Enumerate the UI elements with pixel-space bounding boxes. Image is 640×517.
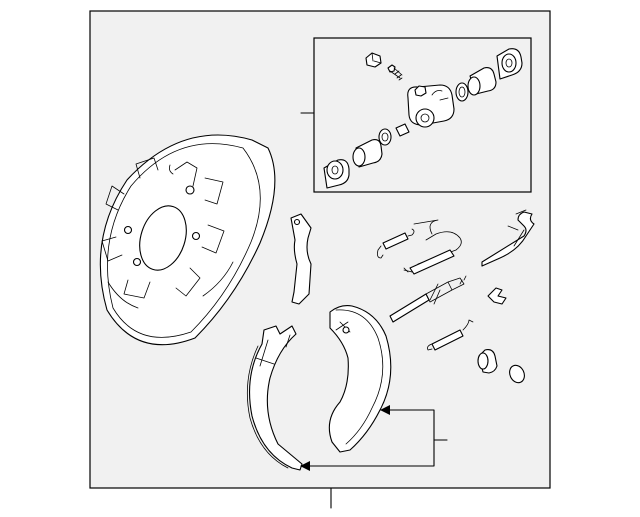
retainer-clip [487, 287, 507, 305]
hold-down-springs [377, 228, 415, 259]
piston-right-icon [467, 67, 497, 96]
brake-shoe-front [246, 325, 303, 471]
parking-brake-lever [481, 211, 535, 267]
cylinder-body-icon [407, 84, 455, 128]
hold-down-cup [477, 349, 498, 374]
wheel-cylinder-assembly [313, 37, 532, 193]
boot-right-icon [496, 48, 523, 80]
arrow-head-top-icon [380, 405, 390, 415]
adjuster-strut [389, 275, 467, 323]
spring-lower [427, 319, 474, 351]
adjuster-lever [290, 213, 312, 305]
axle-hole-icon [139, 205, 187, 271]
backing-plate [99, 134, 276, 346]
bolt-hole-icon [185, 185, 195, 195]
boot-left-icon [323, 159, 350, 189]
brake-shoe-rear [328, 305, 392, 453]
arrow-head-bottom-icon [300, 461, 310, 471]
o-ring [509, 364, 525, 384]
callout-brake-shoes [300, 405, 448, 471]
return-spring [403, 219, 462, 275]
piston-left-icon [352, 139, 383, 168]
bleeder-screw-icon [365, 52, 403, 81]
cup-seal-right-icon [455, 82, 469, 102]
cup-seal-left-icon [378, 128, 392, 146]
spring-icon [395, 123, 410, 137]
